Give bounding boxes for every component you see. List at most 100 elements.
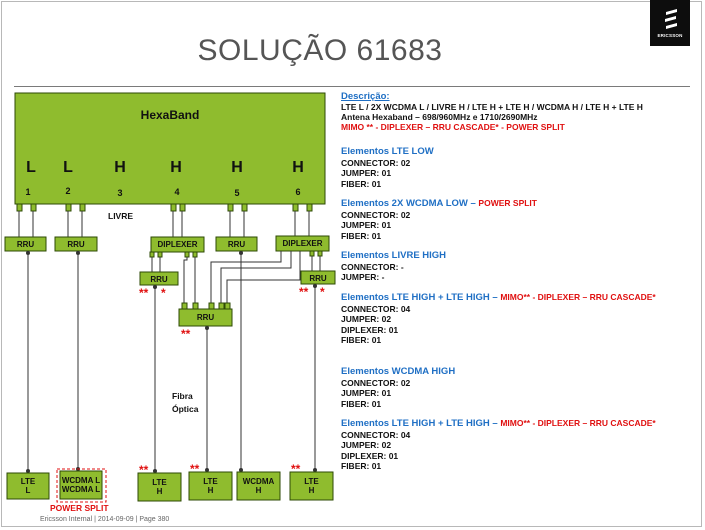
port-5-label: 5 [234, 188, 240, 198]
band-3-label: H [114, 159, 126, 176]
section-line: FIBER: 01 [341, 335, 382, 345]
box-wcdma-l-label: WCDMA L WCDMA L [60, 476, 102, 494]
section-title-text: Elementos LTE HIGH + LTE HIGH – [341, 292, 501, 303]
ericsson-logo: ERICSSON [650, 0, 690, 46]
box-wcdma-l-line2: WCDMA L [61, 485, 101, 494]
box-wcdma-l-line1: WCDMA L [61, 476, 101, 485]
section-lte-high-1: Elementos LTE HIGH + LTE HIGH – MIMO** -… [341, 292, 681, 346]
port-6-label: 6 [295, 187, 301, 197]
fiber-label-line1: Fibra [172, 391, 193, 401]
port-2-label: 2 [65, 186, 71, 196]
mimo-marker-4: ** [139, 463, 149, 477]
hexaband-label: HexaBand [140, 108, 200, 122]
box-wcdma-h [236, 471, 281, 501]
rru-2-label: RRU [67, 240, 85, 249]
rru-4a [139, 271, 179, 286]
antenna-connectors [16, 203, 313, 212]
jumpers-top [18, 211, 310, 237]
livre-label: LIVRE [108, 211, 134, 221]
section-line: JUMPER: 02 [341, 314, 392, 324]
section-2x-wcdma-low: Elementos 2X WCDMA LOW – POWER SPLIT CON… [341, 198, 681, 241]
rru-5 [215, 236, 258, 252]
section-livre-high: Elementos LIVRE HIGH CONNECTOR: - JUMPER… [341, 250, 681, 283]
box-lte-h-1-line2: H [156, 487, 163, 496]
section-line: CONNECTOR: 04 [341, 429, 411, 440]
box-wcdma-h-label: WCDMA H [237, 477, 280, 495]
band-4-label: H [170, 159, 182, 176]
section-line: DIPLEXER: 01 [341, 450, 399, 461]
section-line: CONNECTOR: - [341, 261, 404, 272]
box-lte-h-1 [137, 472, 182, 502]
box-lte-h-2-line2: H [207, 486, 214, 495]
rru-2 [54, 236, 98, 252]
section-line: JUMPER: 01 [341, 168, 392, 178]
box-lte-h-3-line1: LTE [304, 477, 319, 486]
cascade-marker-2: * [320, 285, 325, 299]
section-line: DIPLEXER: 01 [341, 324, 399, 335]
diplexer-2 [275, 235, 330, 252]
jumpers-mid [151, 251, 321, 303]
band-2-label: L [63, 159, 73, 176]
mimo-marker-6: ** [291, 462, 301, 476]
section-lte-high-2: Elementos LTE HIGH + LTE HIGH – MIMO** -… [341, 418, 681, 472]
section-line: JUMPER: 01 [341, 220, 392, 230]
box-lte-h-1-line1: LTE [152, 478, 167, 487]
section-title-red: MIMO** - DIPLEXER – RRU CASCADE* [500, 292, 656, 302]
description-line-3: MIMO ** - DIPLEXER – RRU CASCADE* - POWE… [341, 122, 565, 132]
section-line: CONNECTOR: 04 [341, 303, 411, 314]
box-lte-l-label: LTE L [7, 477, 49, 495]
fiber-lines [27, 251, 316, 473]
rru-4a-label: RRU [150, 275, 168, 284]
section-wcdma-high: Elementos WCDMA HIGH CONNECTOR: 02 JUMPE… [341, 366, 681, 409]
description-block: Descrição: LTE L / 2X WCDMA L / LIVRE H … [341, 91, 681, 133]
fiber-label: Fibra Óptica [172, 390, 198, 416]
logo-wordmark: ERICSSON [657, 33, 683, 38]
band-5-label: H [231, 159, 243, 176]
section-line: FIBER: 01 [341, 398, 382, 409]
mimo-marker-5: ** [190, 462, 200, 476]
box-lte-l [6, 472, 50, 500]
section-line: JUMPER: 02 [341, 440, 392, 450]
description-heading: Descrição: [341, 91, 390, 102]
rru-6 [300, 270, 336, 285]
port-1-label: 1 [25, 187, 31, 197]
band-6-label: H [292, 159, 304, 176]
box-lte-h-2-line1: LTE [203, 477, 218, 486]
power-split-outline [56, 468, 107, 503]
slide-footer: Ericsson Internal | 2014-09-09 | Page 38… [40, 516, 170, 523]
rru-cascade-label: RRU [196, 313, 215, 322]
section-title-text: Elementos 2X WCDMA LOW – [341, 198, 479, 209]
box-lte-h-1-label: LTE H [138, 478, 181, 496]
mimo-marker-1: ** [139, 286, 149, 300]
diplexer-1-label: DIPLEXER [157, 240, 198, 249]
box-lte-h-3 [289, 471, 334, 501]
section-title-red: POWER SPLIT [478, 198, 537, 208]
section-line: FIBER: 01 [341, 230, 382, 241]
section-title: Elementos LTE HIGH + LTE HIGH – MIMO** -… [341, 418, 681, 430]
mimo-marker-3: ** [181, 327, 191, 341]
slide-title: SOLUÇÃO 61683 [197, 34, 443, 67]
box-wcdma-l [59, 470, 103, 500]
rru-6-label: RRU [309, 274, 327, 283]
port-4-label: 4 [174, 187, 180, 197]
box-lte-l-line1: LTE [20, 477, 36, 486]
hexaband-antenna [14, 92, 326, 205]
box-lte-h-2 [188, 471, 233, 501]
band-1-label: L [26, 159, 36, 176]
section-title-text: Elementos WCDMA HIGH [341, 366, 456, 377]
mimo-marker-2: ** [299, 285, 309, 299]
section-title-text: Elementos LTE LOW [341, 146, 434, 157]
section-title: Elementos LTE LOW [341, 146, 681, 158]
box-lte-l-line2: L [25, 486, 31, 495]
section-line: CONNECTOR: 02 [341, 377, 411, 388]
rru-cascade [178, 308, 233, 327]
cascade-marker-1: * [161, 286, 166, 300]
title-divider [14, 86, 690, 87]
section-line: JUMPER: 01 [341, 388, 392, 398]
section-title: Elementos 2X WCDMA LOW – POWER SPLIT [341, 198, 681, 210]
box-wcdma-h-line2: H [255, 486, 262, 495]
description-line-2: Antena Hexaband – 698/960MHz e 1710/2690… [341, 112, 538, 122]
section-title: Elementos LTE HIGH + LTE HIGH – MIMO** -… [341, 292, 681, 304]
section-title-red: MIMO** - DIPLEXER – RRU CASCADE* [500, 418, 656, 428]
